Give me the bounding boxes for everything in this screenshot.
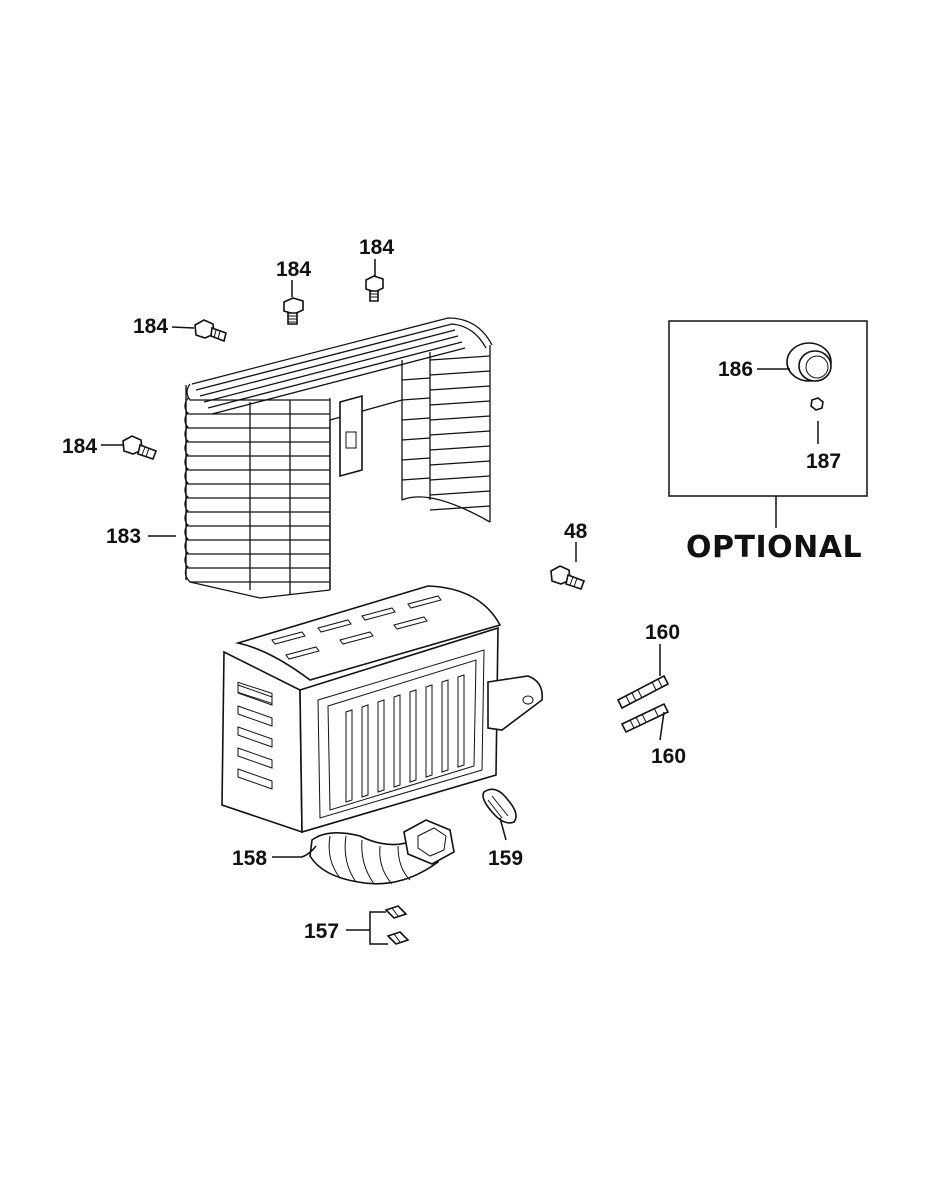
callout-158: 158	[232, 847, 267, 870]
callout-184-left-upper: 184	[133, 315, 168, 338]
leader-lines	[101, 259, 819, 945]
bolt-184-top-center	[365, 275, 384, 302]
optional-label: OPTIONAL	[686, 530, 862, 565]
spark-arrestor-186	[786, 342, 832, 382]
callout-184-left-lower: 184	[62, 435, 97, 458]
callout-160-upper: 160	[645, 621, 680, 644]
stud-bolt-160-upper	[616, 674, 670, 710]
bolt-184-top-left	[283, 297, 304, 325]
callout-183: 183	[106, 525, 141, 548]
gasket-159	[482, 788, 517, 824]
callout-157: 157	[304, 920, 339, 943]
callout-160-lower: 160	[651, 745, 686, 768]
screw-187	[810, 397, 824, 411]
bolt-184-left-lower	[122, 435, 158, 461]
callout-48: 48	[564, 520, 588, 543]
stud-bolt-160-lower	[620, 702, 670, 734]
callout-184-top-center: 184	[359, 236, 394, 259]
muffler-158	[221, 585, 544, 885]
bolt-48	[550, 565, 586, 591]
callout-184-top-left: 184	[276, 258, 311, 281]
callout-159: 159	[488, 847, 523, 870]
optional-parts-box	[668, 320, 868, 528]
callout-187: 187	[806, 450, 841, 473]
clip-157-lower	[386, 931, 410, 945]
bolt-184-left-upper	[194, 319, 227, 343]
wire-guard-183	[184, 317, 493, 599]
callout-186: 186	[718, 358, 753, 381]
clip-157-upper	[384, 905, 408, 919]
